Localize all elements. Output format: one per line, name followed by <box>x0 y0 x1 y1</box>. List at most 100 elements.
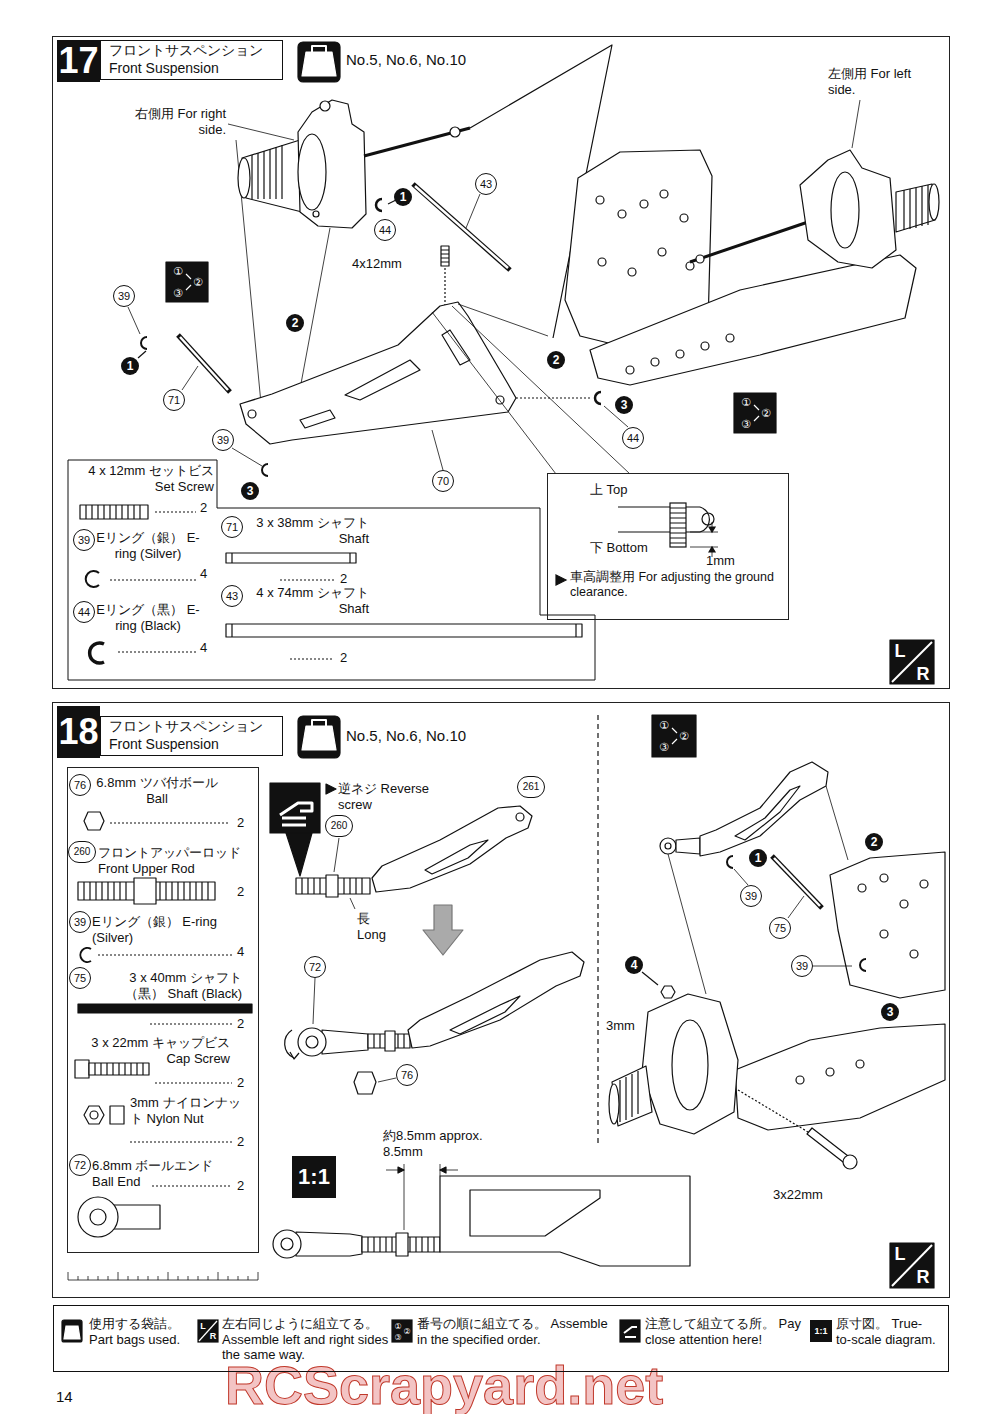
parts-outline-18 <box>134 878 156 904</box>
parts-list: 4 x 12mm セットビス Set Screw239Eリング（銀） E-rin… <box>68 460 595 680</box>
step-number: 18 <box>57 706 100 758</box>
callout-number: 39 <box>212 429 234 451</box>
callout-number: 71 <box>221 516 243 538</box>
annotation-text: 4 <box>200 566 207 582</box>
header-icons <box>890 640 934 684</box>
suspension-illustration-18 <box>738 1090 808 1132</box>
parts-outline-18 <box>68 812 258 1280</box>
parts-outline-18 <box>78 1004 252 1013</box>
suspension-illustration-18 <box>735 786 800 840</box>
order-digit: ② <box>677 729 691 743</box>
suspension-illustration-18 <box>735 1024 945 1130</box>
suspension-illustration-17 <box>690 222 808 262</box>
order-digit: ③ <box>657 740 671 754</box>
annotation-text: 2 <box>237 1178 244 1194</box>
suspension-illustration-18 <box>270 715 945 1266</box>
suspension-illustration-18 <box>727 856 733 868</box>
suspension-illustration-17 <box>262 464 268 476</box>
annotation-text: 上 Top <box>590 482 650 498</box>
ride-height-detail <box>618 507 700 532</box>
suspension-illustration-18 <box>734 869 748 885</box>
annotation-text: 3x22mm <box>773 1187 823 1203</box>
legend-icons <box>620 1320 640 1342</box>
suspension-illustration-18 <box>620 1071 638 1122</box>
side-letter: R <box>913 664 933 684</box>
suspension-illustration-18 <box>676 838 700 854</box>
suspension-illustration-18 <box>597 715 598 1145</box>
suspension-illustration-18 <box>354 1072 376 1094</box>
suspension-illustration-17 <box>676 350 684 358</box>
suspension-illustration-18 <box>826 1068 834 1076</box>
suspension-illustration-18 <box>470 1190 600 1236</box>
annotation-text: Eリング（銀） E-ring (Silver) <box>96 530 200 561</box>
suspension-illustration-17 <box>450 127 460 137</box>
suspension-illustration-17 <box>128 307 140 334</box>
parts-outline-18 <box>78 1197 118 1237</box>
suspension-illustration-18 <box>326 875 338 897</box>
annotation-text: 3mm <box>606 1018 635 1034</box>
suspension-illustration-18 <box>270 783 320 833</box>
parts-outline-18 <box>84 1106 104 1124</box>
suspension-illustration-17 <box>298 134 326 210</box>
header-icons <box>890 1243 934 1288</box>
suspension-illustration-18 <box>425 840 488 874</box>
suspension-illustration-18 <box>668 786 848 994</box>
suspension-illustration-18 <box>306 1036 318 1048</box>
suspension-illustration-17 <box>628 268 636 276</box>
suspension-illustration-18 <box>322 1030 368 1054</box>
suspension-illustration-18 <box>450 996 520 1034</box>
header-icons <box>186 274 191 290</box>
order-digit: ③ <box>171 286 185 300</box>
annotation-text: 4x12mm <box>352 256 402 272</box>
order-digit: ② <box>191 275 205 289</box>
suspension-illustration-17 <box>831 172 859 248</box>
suspension-illustration-17 <box>413 184 510 270</box>
step-title: フロントサスペンション Front Suspension <box>100 40 283 80</box>
suspension-illustration-18 <box>313 978 315 1024</box>
suspension-illustration-18 <box>700 762 828 856</box>
step-marker: 2 <box>865 833 883 851</box>
legend-box: 使用する袋詰。 Part bags used.左右同じように組立てる。 Asse… <box>53 1305 949 1372</box>
suspension-illustration-17 <box>238 158 250 198</box>
annotation-text: 2 <box>237 884 244 900</box>
suspension-illustration-18 <box>440 1176 690 1266</box>
annotation-text: Eリング（黒） E-ring (Black) <box>96 602 200 633</box>
annotation-text: 4 <box>237 944 244 960</box>
suspension-illustration-17 <box>596 196 604 204</box>
callout-number: 70 <box>432 470 454 492</box>
step-marker: 3 <box>881 1003 899 1021</box>
suspension-illustration-17 <box>618 210 626 218</box>
suspension-illustration-17 <box>680 214 688 222</box>
parts-outline-18 <box>84 812 104 830</box>
suspension-illustration-17 <box>726 334 734 342</box>
header-icons <box>302 726 336 750</box>
suspension-illustration-18 <box>372 806 532 892</box>
callout-number: 260 <box>325 815 353 837</box>
suspension-illustration-18 <box>807 1128 848 1162</box>
suspension-illustration-17 <box>320 101 330 111</box>
suspension-illustration-18 <box>290 1052 299 1059</box>
header-icons <box>166 262 208 302</box>
annotation-text: 下 Bottom <box>590 540 670 556</box>
detail-inset: 上 Top下 Bottom1mm車高調整用 For adjusting the … <box>548 474 788 619</box>
suspension-illustration-18 <box>385 1031 395 1051</box>
suspension-illustration-17 <box>128 45 939 476</box>
annotation-text: No.5, No.6, No.10 <box>346 727 466 745</box>
step-number: 17 <box>57 40 100 82</box>
suspension-illustration-17 <box>696 255 704 263</box>
callout-number: 43 <box>475 173 497 195</box>
callout-number: 39 <box>791 955 813 977</box>
callout-number: 39 <box>69 911 91 933</box>
annotation-text: 4 x 12mm セットビス Set Screw <box>72 463 214 494</box>
parts-outline-17 <box>86 505 140 519</box>
suspension-illustration-17 <box>432 430 443 470</box>
annotation-text: フロントアッパーロッド Front Upper Rod <box>98 845 248 876</box>
step-marker: 4 <box>625 956 643 974</box>
side-letter: L <box>198 1321 208 1331</box>
suspension-illustration-18 <box>910 950 918 958</box>
order-digit: ② <box>403 1327 412 1336</box>
legend-icons <box>198 1320 218 1342</box>
annotation-text: 3mm ナイロンナット Nylon Nut <box>130 1095 250 1126</box>
callout-number: 44 <box>622 427 644 449</box>
suspension-illustration-18 <box>408 952 584 1048</box>
